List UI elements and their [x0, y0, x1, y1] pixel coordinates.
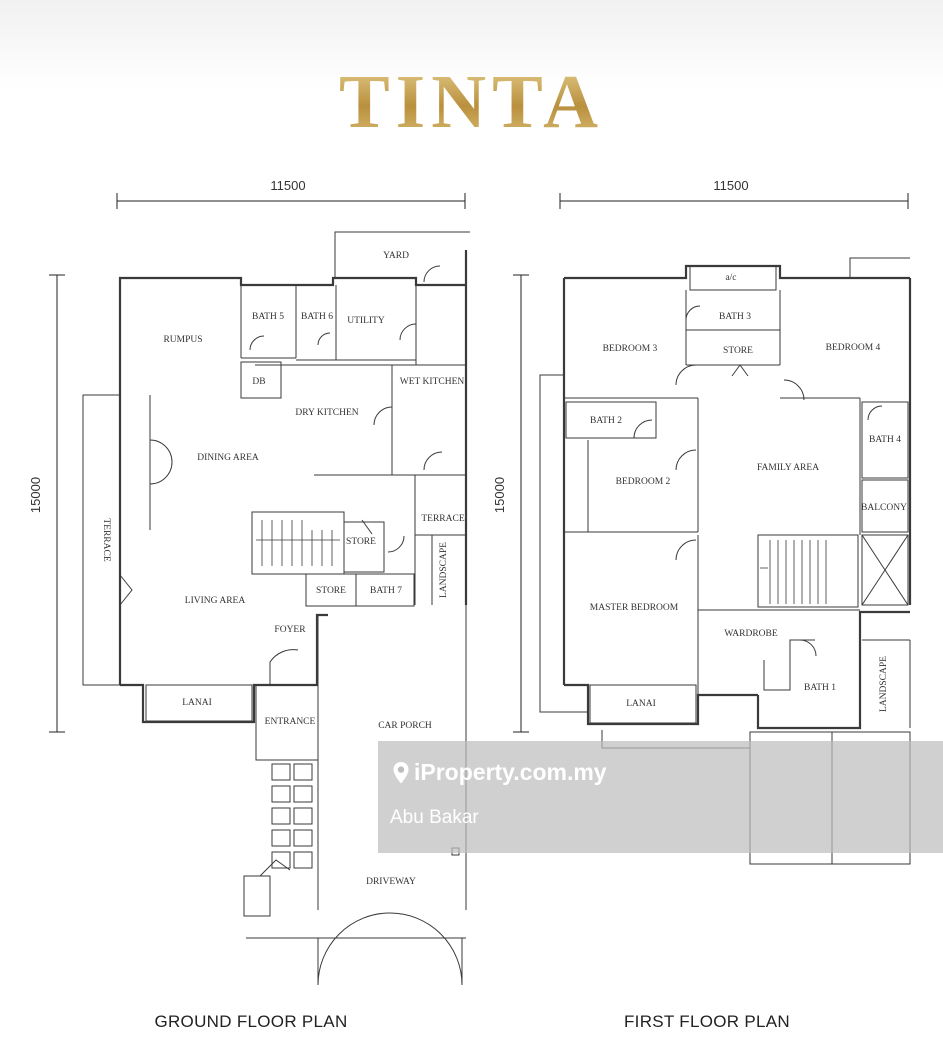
header-band [0, 0, 943, 90]
ground-depth-dimension: 15000 [28, 477, 43, 513]
room-lanai-first: LANAI [626, 699, 656, 709]
room-bedroom-4: BEDROOM 4 [826, 343, 881, 353]
dimension-lines [49, 193, 909, 733]
ground-width-dimension: 11500 [270, 178, 305, 193]
ground-floor-labels: RUMPUS BATH 5 BATH 6 UTILITY YARD DB DRY… [101, 251, 465, 887]
room-bedroom-2: BEDROOM 2 [616, 477, 671, 487]
room-store-first: STORE [723, 346, 753, 356]
room-living-area: LIVING AREA [185, 596, 246, 606]
room-foyer: FOYER [274, 625, 306, 635]
ground-floor-caption: GROUND FLOOR PLAN [154, 1012, 347, 1031]
room-lanai-ground: LANAI [182, 698, 212, 708]
room-balcony: BALCONY [861, 503, 907, 513]
room-car-porch: CAR PORCH [378, 721, 432, 731]
first-depth-dimension: 15000 [492, 477, 507, 513]
first-floor-labels: a/c BATH 3 STORE BEDROOM 3 BEDROOM 4 BAT… [590, 273, 907, 712]
location-pin-icon [393, 761, 409, 783]
room-bath-5: BATH 5 [252, 312, 284, 322]
room-bath-6: BATH 6 [301, 312, 333, 322]
room-dry-kitchen: DRY KITCHEN [295, 408, 358, 418]
watermark-logo: iProperty.com.my [392, 759, 607, 786]
room-bath-1: BATH 1 [804, 683, 836, 693]
brand-title: TINTA [0, 62, 943, 142]
room-landscape-ground: LANDSCAPE [439, 542, 449, 598]
room-wet-kitchen: WET KITCHEN [400, 377, 465, 387]
room-bedroom-3: BEDROOM 3 [603, 344, 658, 354]
ground-floor-plan [82, 231, 470, 986]
room-terrace-right: TERRACE [421, 514, 464, 524]
room-master-bedroom: MASTER BEDROOM [590, 603, 679, 613]
first-floor-plan [539, 257, 912, 865]
first-width-dimension: 11500 [713, 178, 748, 193]
room-entrance: ENTRANCE [265, 717, 316, 727]
watermark-username: Abu Bakar [390, 807, 479, 828]
room-bath-3: BATH 3 [719, 312, 751, 322]
room-landscape-first: LANDSCAPE [879, 656, 889, 712]
room-bath-2: BATH 2 [590, 416, 622, 426]
room-bath-7: BATH 7 [370, 586, 402, 596]
room-terrace-left: TERRACE [101, 518, 111, 561]
room-family-area: FAMILY AREA [757, 463, 819, 473]
room-dining-area: DINING AREA [197, 453, 259, 463]
room-yard: YARD [383, 251, 409, 261]
first-floor-caption: FIRST FLOOR PLAN [624, 1012, 790, 1031]
room-driveway: DRIVEWAY [366, 877, 416, 887]
room-rumpus: RUMPUS [163, 335, 202, 345]
room-wardrobe: WARDROBE [724, 629, 778, 639]
room-ac-ledge: a/c [725, 273, 736, 283]
room-bath-4: BATH 4 [869, 435, 901, 445]
room-store-upper: STORE [346, 537, 376, 547]
room-utility: UTILITY [347, 316, 385, 326]
room-db: DB [252, 377, 265, 387]
watermark-logo-text: iProperty.com.my [414, 759, 607, 785]
watermark-banner: iProperty.com.my Abu Bakar [378, 741, 943, 853]
room-store-lower: STORE [316, 586, 346, 596]
